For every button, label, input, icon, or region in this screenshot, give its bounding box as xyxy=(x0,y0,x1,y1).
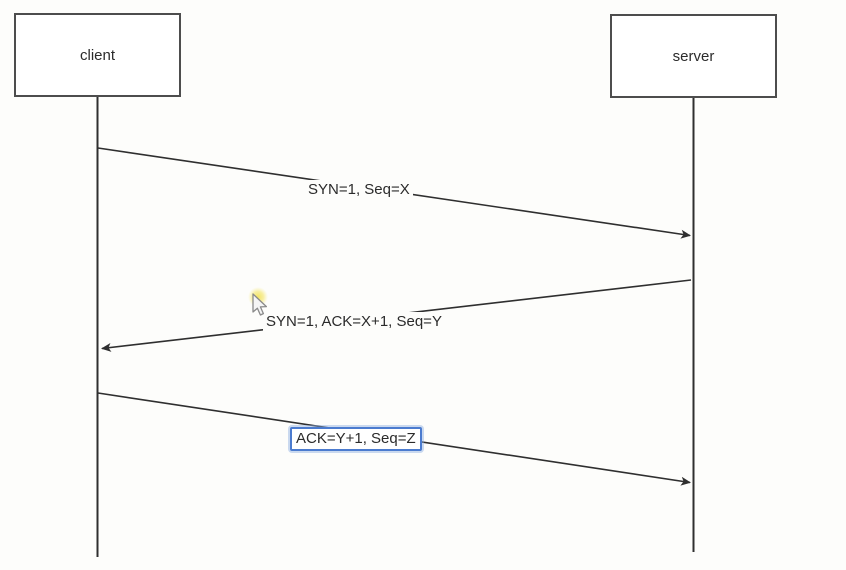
actor-label-client: client xyxy=(79,46,116,64)
actor-box-server[interactable]: server xyxy=(610,14,777,98)
actor-box-client[interactable]: client xyxy=(14,13,181,97)
actor-label-server: server xyxy=(672,47,715,65)
message-label-ack-selected[interactable]: ACK=Y+1, Seq=Z xyxy=(290,427,422,451)
message-label-syn-ack[interactable]: SYN=1, ACK=X+1, Seq=Y xyxy=(263,312,445,332)
message-label-syn[interactable]: SYN=1, Seq=X xyxy=(305,180,413,200)
